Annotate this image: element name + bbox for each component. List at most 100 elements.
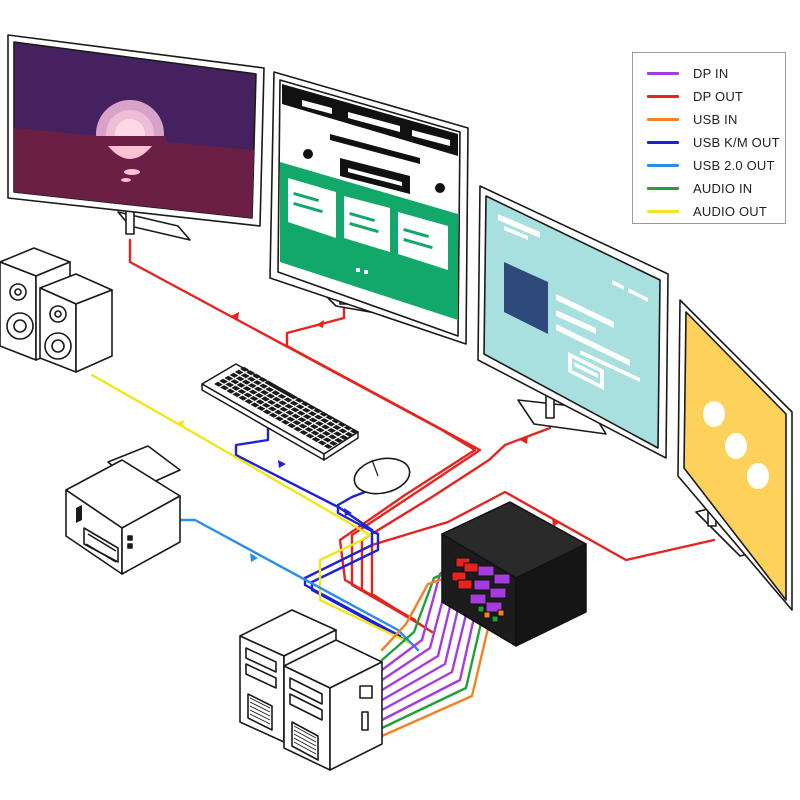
keyboard-key (313, 408, 322, 414)
keyboard-key (271, 390, 281, 396)
legend-item-dp-out: DP OUT (647, 85, 785, 108)
keyboard-key (253, 380, 262, 386)
keyboard-key (220, 385, 229, 391)
keyboard-key (277, 393, 287, 399)
keyboard-key (328, 434, 337, 440)
keyboard-key (315, 421, 324, 427)
legend-label: USB K/M OUT (693, 135, 780, 150)
keyboard-key (323, 443, 333, 449)
legend-label: USB IN (693, 112, 738, 127)
keyboard-key (254, 386, 263, 392)
keyboard-key (252, 373, 261, 379)
keyboard-key (250, 402, 260, 408)
keyboard-key (259, 383, 268, 389)
keyboard-key (289, 400, 299, 406)
keyboard-key (268, 406, 277, 412)
keyboard-key (284, 403, 294, 409)
cable-dp-out-monitor-2 (285, 298, 482, 626)
legend-swatch (647, 72, 679, 75)
keyboard-key (321, 424, 330, 430)
legend-item-audio-in: AUDIO IN (647, 177, 785, 200)
keyboard-key (315, 427, 325, 433)
keyboard-key (332, 424, 342, 430)
keyboard-key (316, 433, 326, 439)
keyboard-key (296, 410, 306, 416)
arrow-audio-out (176, 420, 184, 428)
keyboard-key (256, 405, 266, 411)
legend-item-usb-in: USB IN (647, 108, 785, 131)
keyboard-key (241, 379, 251, 385)
arrow-usb-mouse (344, 508, 352, 516)
arrow-usb20 (250, 553, 258, 562)
keyboard-key (258, 377, 268, 383)
mouse (353, 457, 411, 495)
keyboard-key (319, 411, 329, 417)
keyboard-key (226, 388, 235, 394)
legend-label: DP IN (693, 66, 729, 81)
keyboard-key (317, 440, 327, 446)
legend-label: AUDIO IN (693, 181, 753, 196)
keyboard-key (297, 417, 307, 423)
cable-dp-out-monitor-1 (128, 238, 477, 622)
legend-label: AUDIO OUT (693, 204, 768, 219)
legend-item-audio-out: AUDIO OUT (647, 200, 785, 223)
keyboard-key (298, 423, 308, 429)
printer (65, 445, 181, 575)
arrow-dp-monitor-4 (552, 518, 560, 527)
keyboard-key (260, 390, 269, 395)
keyboard-key (310, 430, 320, 436)
keyboard-key (334, 437, 343, 443)
keyboard-key (246, 370, 255, 376)
monitor-1 (7, 34, 265, 241)
cable-dp-out-monitor-4 (370, 490, 716, 634)
keyboard-key (274, 409, 283, 415)
arrow-dp-monitor-2 (316, 320, 324, 328)
keyboard-spacebar (264, 380, 298, 400)
keyboard-key (231, 385, 241, 391)
keyboard-key (301, 407, 311, 413)
keyboard-key (343, 425, 353, 431)
computer-2 (283, 639, 383, 771)
keyboard-key (309, 424, 319, 430)
keyboard-key (267, 399, 276, 405)
legend-item-dp-in: DP IN (647, 62, 785, 85)
keyboard-key (322, 430, 331, 436)
keyboard-key (247, 383, 257, 389)
keyboard-key (349, 428, 359, 434)
keyboard-key (285, 410, 295, 416)
keyboard-key (240, 366, 249, 372)
keyboard-key (234, 369, 244, 375)
keyboard-key (295, 404, 305, 410)
keyboard-key (244, 399, 254, 404)
keyboard-key (283, 397, 293, 403)
keyboard-key (326, 421, 336, 427)
legend-swatch (647, 95, 679, 98)
legend-label: USB 2.0 OUT (693, 158, 775, 173)
keyboard-key (294, 397, 304, 403)
keyboard-key (236, 382, 246, 388)
keyboard-key (325, 415, 335, 421)
keyboard-key (301, 401, 310, 407)
keyboard-key (304, 427, 314, 433)
keyboard-key (286, 416, 296, 422)
keyboard-key (272, 396, 282, 402)
legend-swatch (647, 141, 679, 144)
keyboard-key (235, 376, 245, 382)
keyboard-key (238, 395, 248, 401)
keyboard-key (281, 419, 290, 425)
legend-swatch (647, 164, 679, 167)
keyboard-key (237, 389, 247, 395)
keyboard-key (311, 436, 321, 442)
keyboard-key (308, 411, 317, 417)
keyboard-key (254, 393, 264, 398)
keyboard-key (302, 414, 312, 420)
keyboard-key (333, 431, 343, 437)
legend-item-usb20-out: USB 2.0 OUT (647, 154, 785, 177)
keyboard-key (327, 427, 336, 433)
cable-legend: DP IN DP OUT USB IN USB K/M OUT USB 2.0 … (632, 52, 786, 224)
keyboard-key (249, 396, 259, 401)
keyboard-key (287, 423, 296, 429)
cable-dp-out-monitor-3 (360, 413, 552, 630)
keyboard-key (279, 406, 289, 412)
keyboard-key (290, 407, 300, 413)
